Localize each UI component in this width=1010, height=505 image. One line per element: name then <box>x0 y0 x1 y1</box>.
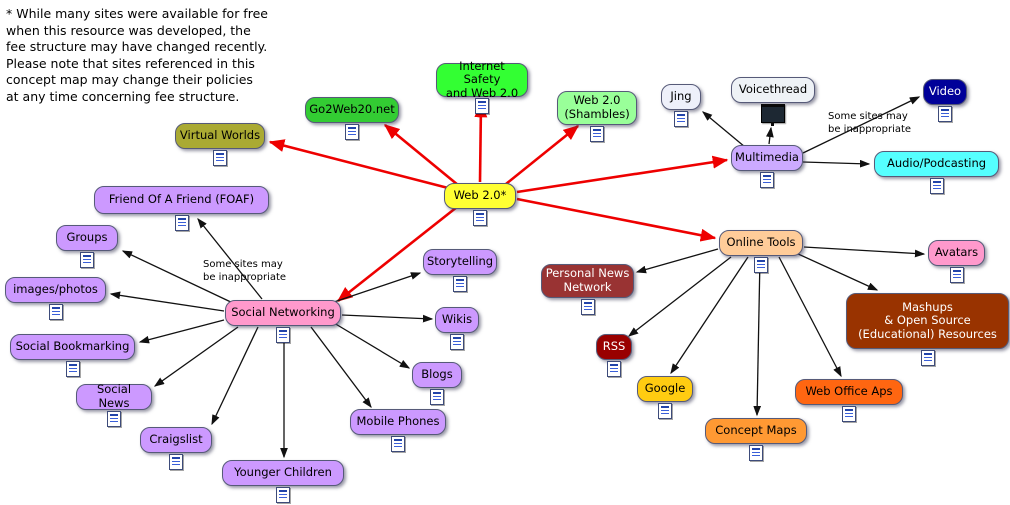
resource-page-icon[interactable] <box>760 172 774 188</box>
edge-multimedia-to-jing <box>702 111 746 148</box>
concept-node-foaf[interactable]: Friend Of A Friend (FOAF) <box>94 186 269 214</box>
projection-screen-icon[interactable] <box>761 104 785 126</box>
edge-web20-to-online-tools <box>516 197 717 242</box>
edge-social-networking-to-images-photos <box>109 291 225 312</box>
resource-page-icon[interactable] <box>345 124 359 140</box>
concept-node-jing[interactable]: Jing <box>661 84 701 110</box>
resource-page-icon[interactable] <box>842 406 856 422</box>
resource-page-icon[interactable] <box>450 334 464 350</box>
edge-web20-to-shambles <box>505 124 580 186</box>
concept-node-virtual-worlds[interactable]: Virtual Worlds <box>175 123 265 149</box>
resource-page-icon[interactable] <box>580 299 595 315</box>
concept-node-concept-maps[interactable]: Concept Maps <box>705 418 807 444</box>
resource-page-icon[interactable] <box>658 403 672 419</box>
resource-page-icon[interactable] <box>754 257 768 273</box>
resource-page-icon[interactable] <box>929 178 944 194</box>
edge-social-networking-to-mobile-phones <box>310 326 372 409</box>
concept-node-multimedia[interactable]: Multimedia <box>731 145 803 171</box>
concept-node-wikis[interactable]: Wikis <box>435 307 479 333</box>
resource-page-icon[interactable] <box>473 210 487 226</box>
resource-page-icon[interactable] <box>749 445 763 461</box>
concept-node-google[interactable]: Google <box>637 376 693 402</box>
concept-node-audio-podcasting[interactable]: Audio/Podcasting <box>874 151 999 177</box>
concept-node-rss[interactable]: RSS <box>596 334 632 360</box>
resource-page-icon[interactable] <box>674 111 688 127</box>
concept-node-social-news[interactable]: Social News <box>76 383 152 410</box>
fee-disclaimer-text: * While many sites were available for fr… <box>6 6 268 104</box>
resource-page-icon[interactable] <box>48 304 63 320</box>
concept-node-storytelling[interactable]: Storytelling <box>423 249 497 275</box>
concept-node-blogs[interactable]: Blogs <box>412 362 462 388</box>
concept-node-go2web20[interactable]: Go2Web20.net <box>305 97 399 123</box>
inappropriate-sites-note: Some sites may be inappropriate <box>203 259 287 283</box>
resource-page-icon[interactable] <box>213 150 227 166</box>
edge-online-tools-to-rss <box>627 256 732 337</box>
edge-social-networking-to-blogs <box>333 322 411 369</box>
resource-page-icon[interactable] <box>276 327 290 343</box>
concept-node-web-office-aps[interactable]: Web Office Aps <box>795 379 903 405</box>
edge-multimedia-to-audio-podcasting <box>802 159 871 168</box>
concept-node-mobile-phones[interactable]: Mobile Phones <box>350 409 446 435</box>
concept-node-craigslist[interactable]: Craigslist <box>140 427 212 453</box>
concept-node-online-tools[interactable]: Online Tools <box>719 230 803 256</box>
concept-node-shambles[interactable]: Web 2.0 (Shambles) <box>557 91 637 125</box>
inappropriate-sites-note: Some sites may be inappropriate <box>828 111 912 135</box>
edge-social-networking-to-groups <box>121 250 236 305</box>
edge-web20-to-virtual-worlds <box>268 139 453 191</box>
edge-web20-to-multimedia <box>516 155 729 194</box>
edge-online-tools-to-avatars <box>803 246 926 258</box>
resource-page-icon[interactable] <box>430 389 444 405</box>
edge-web20-to-go2web20 <box>383 123 459 187</box>
resource-page-icon[interactable] <box>475 98 489 114</box>
concept-node-web20[interactable]: Web 2.0* <box>444 183 516 209</box>
resource-page-icon[interactable] <box>607 361 621 377</box>
resource-page-icon[interactable] <box>80 252 94 268</box>
concept-node-social-networking[interactable]: Social Networking <box>225 300 341 326</box>
concept-node-social-bookmarking[interactable]: Social Bookmarking <box>10 334 135 360</box>
resource-page-icon[interactable] <box>391 436 405 452</box>
edge-online-tools-to-concept-maps <box>753 256 762 417</box>
concept-node-internet-safety[interactable]: Internet Safety and Web 2.0 <box>436 59 528 100</box>
concept-node-images-photos[interactable]: images/photos <box>5 277 106 303</box>
edge-multimedia-to-voicethread <box>766 126 774 145</box>
edge-social-networking-to-social-news <box>153 326 239 387</box>
resource-page-icon[interactable] <box>938 106 952 122</box>
edge-social-networking-to-social-bookmarking <box>138 319 225 344</box>
resource-page-icon[interactable] <box>590 126 604 142</box>
resource-page-icon[interactable] <box>453 276 467 292</box>
concept-node-video[interactable]: Video <box>923 79 967 105</box>
resource-page-icon[interactable] <box>920 350 935 366</box>
resource-page-icon[interactable] <box>169 454 183 470</box>
edge-online-tools-to-mashups <box>795 252 879 291</box>
edge-social-networking-to-wikis <box>341 314 434 323</box>
concept-node-groups[interactable]: Groups <box>56 225 118 251</box>
concept-node-voicethread[interactable]: Voicethread <box>731 77 815 103</box>
edge-online-tools-to-google <box>670 256 749 375</box>
concept-node-younger-children[interactable]: Younger Children <box>222 460 344 486</box>
concept-node-avatars[interactable]: Avatars <box>928 240 985 266</box>
edge-online-tools-to-personal-news <box>635 248 719 274</box>
edge-web20-to-internet-safety <box>474 101 488 183</box>
concept-node-mashups[interactable]: Mashups & Open Source (Educational) Reso… <box>846 293 1009 349</box>
edge-multimedia-to-video <box>802 96 921 154</box>
edge-web20-to-social-networking <box>336 205 458 303</box>
resource-page-icon[interactable] <box>949 267 964 283</box>
edge-online-tools-to-web-office-aps <box>778 256 842 378</box>
resource-page-icon[interactable] <box>276 487 290 503</box>
resource-page-icon[interactable] <box>107 411 121 427</box>
edge-social-networking-to-foaf <box>197 217 263 300</box>
resource-page-icon[interactable] <box>65 361 80 377</box>
edge-social-networking-to-storytelling <box>333 272 422 303</box>
edge-social-networking-to-craigslist <box>211 326 259 426</box>
resource-page-icon[interactable] <box>174 215 189 231</box>
concept-node-personal-news[interactable]: Personal News Network <box>541 264 634 298</box>
